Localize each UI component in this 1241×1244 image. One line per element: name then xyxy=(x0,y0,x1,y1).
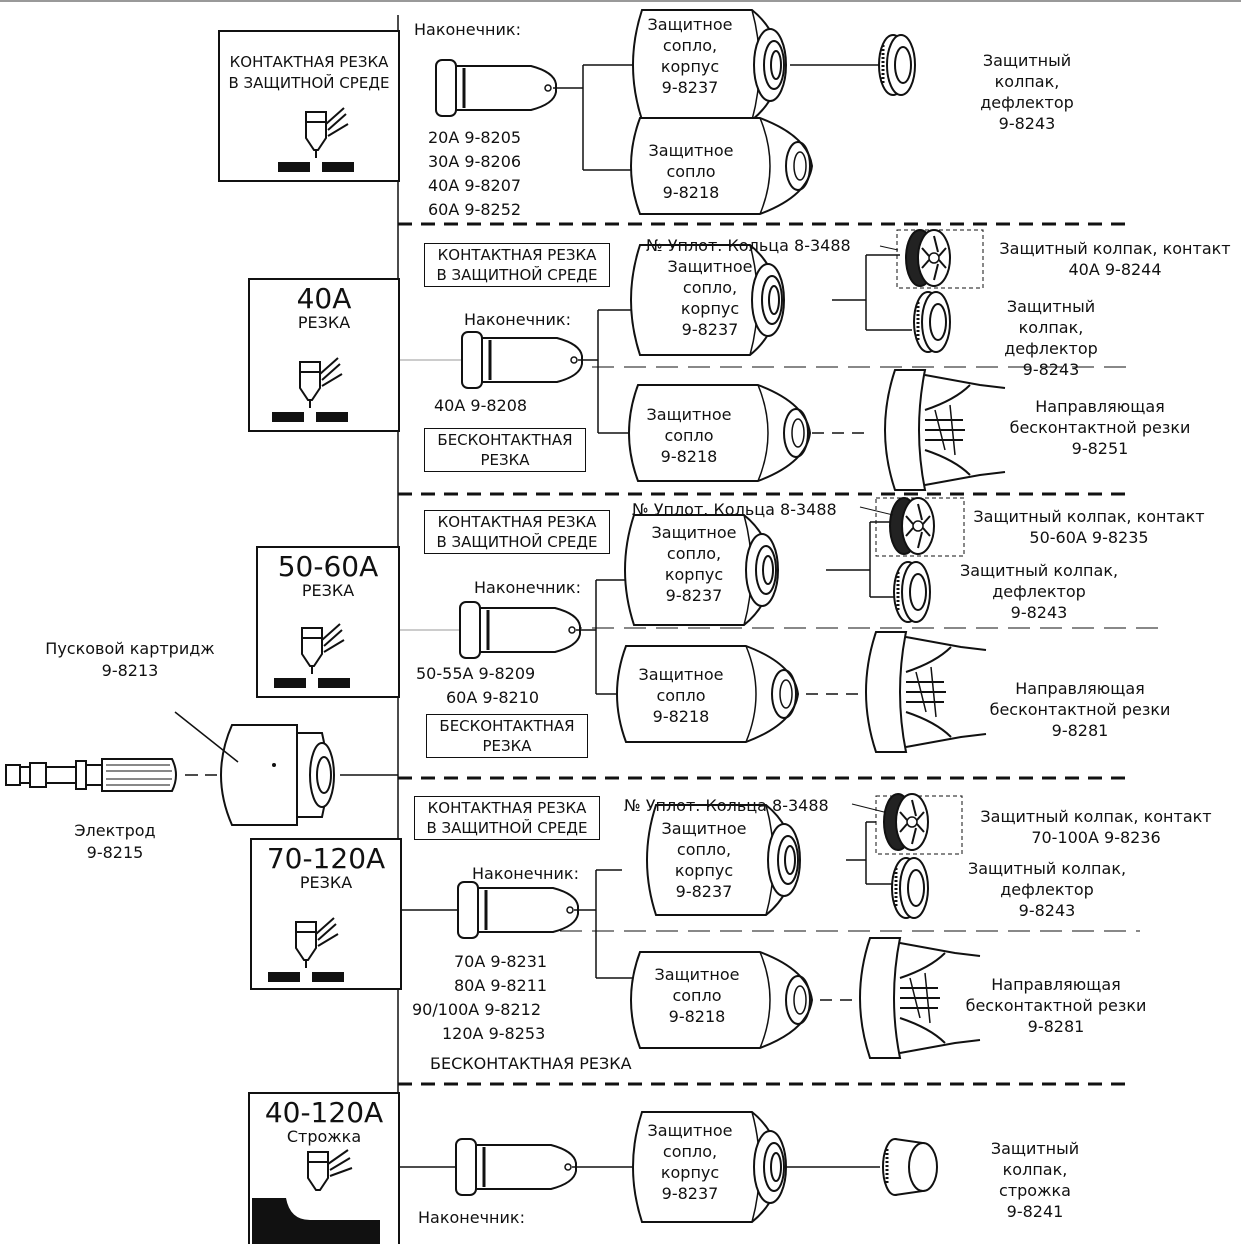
cutting-torch-icon xyxy=(277,107,355,173)
tip-part-30a: 30A 9-8206 xyxy=(428,152,522,171)
amp-rating: 40A xyxy=(296,282,352,315)
cutting-torch-icon xyxy=(271,357,349,423)
amp-rating: 50-60A xyxy=(277,550,379,583)
mode-box-contact-shielded: КОНТАКТНАЯ РЕЗКА В ЗАЩИТНОЙ СРЕДЕ xyxy=(218,30,400,182)
standoff-guide-label: Направляющая бесконтактной резки 9-8251 xyxy=(1009,397,1191,458)
mode-label: РЕЗКА xyxy=(301,581,355,600)
gouge-cap-label: Защитный колпак, строжка 9-8241 xyxy=(990,1139,1080,1221)
shield-cup-label: Защитное сопло 9-8218 xyxy=(646,405,732,466)
tip-label: Наконечник: xyxy=(474,578,581,597)
mode-label: РЕЗКА xyxy=(297,313,351,332)
deflector-cap-label: Защитный колпак, дефлектор 9-8243 xyxy=(967,859,1127,920)
tip-part-40a: 40A 9-8208 xyxy=(434,396,528,415)
shield-cup-label: Защитное сопло 9-8218 xyxy=(648,141,734,202)
shield-cup-label: Защитное сопло 9-8218 xyxy=(638,665,724,726)
tip-label: Наконечник: xyxy=(418,1208,525,1227)
shield-cup-body-label: Защитное сопло, корпус 9-8237 xyxy=(647,15,733,97)
tip-part-40a: 40A 9-8207 xyxy=(428,176,522,195)
tip-label: Наконечник: xyxy=(414,20,521,39)
shield-cup-body-label: Защитное сопло, корпус 9-8237 xyxy=(667,257,753,339)
standoff-box: БЕСКОНТАКТНАЯ РЕЗКА xyxy=(426,714,588,758)
cutting-torch-icon xyxy=(267,917,345,983)
tip-part-50-55a: 50-55A 9-8209 xyxy=(416,664,536,683)
tip-label: Наконечник: xyxy=(464,310,571,329)
oring-label: № Уплот. Кольца 8-3488 xyxy=(632,500,837,519)
deflector-cap-label: Защитный колпак, дефлектор 9-8243 xyxy=(1004,297,1098,379)
tip-part-80a: 80A 9-8211 xyxy=(454,976,548,995)
amp-rating: 70-120A xyxy=(266,842,386,875)
shield-cup-body-label: Защитное сопло, корпус 9-8237 xyxy=(661,819,747,901)
mode-label: РЕЗКА xyxy=(299,873,353,892)
oring-label: № Уплот. Кольца 8-3488 xyxy=(646,236,851,255)
mode-box-70-120a: 70-120A РЕЗКА xyxy=(250,838,402,990)
tip-part-70a: 70A 9-8231 xyxy=(454,952,548,971)
mode-box-40a: 40A РЕЗКА xyxy=(248,278,400,432)
shield-cup-label: Защитное сопло 9-8218 xyxy=(654,965,740,1026)
amp-rating: 40-120A xyxy=(264,1096,384,1129)
gouging-torch-icon xyxy=(252,1149,380,1244)
contact-cap-label: Защитный колпак, контакт 50-60A 9-8235 xyxy=(973,507,1205,547)
tip-part-120a: 120A 9-8253 xyxy=(442,1024,546,1043)
mode-label: Строжка xyxy=(286,1127,362,1146)
mode-box-50-60a: 50-60A РЕЗКА xyxy=(256,546,400,698)
tip-part-90-100a: 90/100A 9-8212 xyxy=(412,1000,541,1019)
standoff-guide-label: Направляющая бесконтактной резки 9-8281 xyxy=(989,679,1171,740)
contact-shielded-box: КОНТАКТНАЯ РЕЗКА В ЗАЩИТНОЙ СРЕДЕ xyxy=(424,510,610,554)
tip-part-60a: 60A 9-8252 xyxy=(428,200,522,219)
electrode-label: Электрод xyxy=(74,821,156,840)
shield-cup-body-label: Защитное сопло, корпус 9-8237 xyxy=(651,523,737,605)
standoff-guide-label: Направляющая бесконтактной резки 9-8281 xyxy=(965,975,1147,1036)
tip-part-20a: 20A 9-8205 xyxy=(428,128,522,147)
cutting-torch-icon xyxy=(273,623,351,689)
contact-cap-label: Защитный колпак, контакт 70-100A 9-8236 xyxy=(980,807,1212,847)
contact-shielded-box: КОНТАКТНАЯ РЕЗКА В ЗАЩИТНОЙ СРЕДЕ xyxy=(424,243,610,287)
standoff-text: БЕСКОНТАКТНАЯ РЕЗКА xyxy=(430,1054,632,1073)
tip-part-60a: 60A 9-8210 xyxy=(446,688,540,707)
start-cartridge-part: 9-8213 xyxy=(101,661,159,680)
contact-cap-label: Защитный колпак, контакт 40A 9-8244 xyxy=(999,239,1231,279)
mode-box-label: КОНТАКТНАЯ РЕЗКА В ЗАЩИТНОЙ СРЕДЕ xyxy=(228,53,390,92)
electrode-part: 9-8215 xyxy=(86,843,144,862)
deflector-cap-label: Защитный колпак, дефлектор 9-8243 xyxy=(980,51,1074,133)
mode-box-40-120a-gouge: 40-120A Строжка xyxy=(248,1092,400,1244)
deflector-cap-label: Защитный колпак, дефлектор 9-8243 xyxy=(959,561,1119,622)
oring-label: № Уплот. Кольца 8-3488 xyxy=(624,796,829,815)
shield-cup-body-label: Защитное сопло, корпус 9-8237 xyxy=(647,1121,733,1203)
start-cartridge-label: Пусковой картридж xyxy=(45,639,215,658)
standoff-box: БЕСКОНТАКТНАЯ РЕЗКА xyxy=(424,428,586,472)
contact-shielded-box: КОНТАКТНАЯ РЕЗКА В ЗАЩИТНОЙ СРЕДЕ xyxy=(414,796,600,840)
tip-label: Наконечник: xyxy=(472,864,579,883)
